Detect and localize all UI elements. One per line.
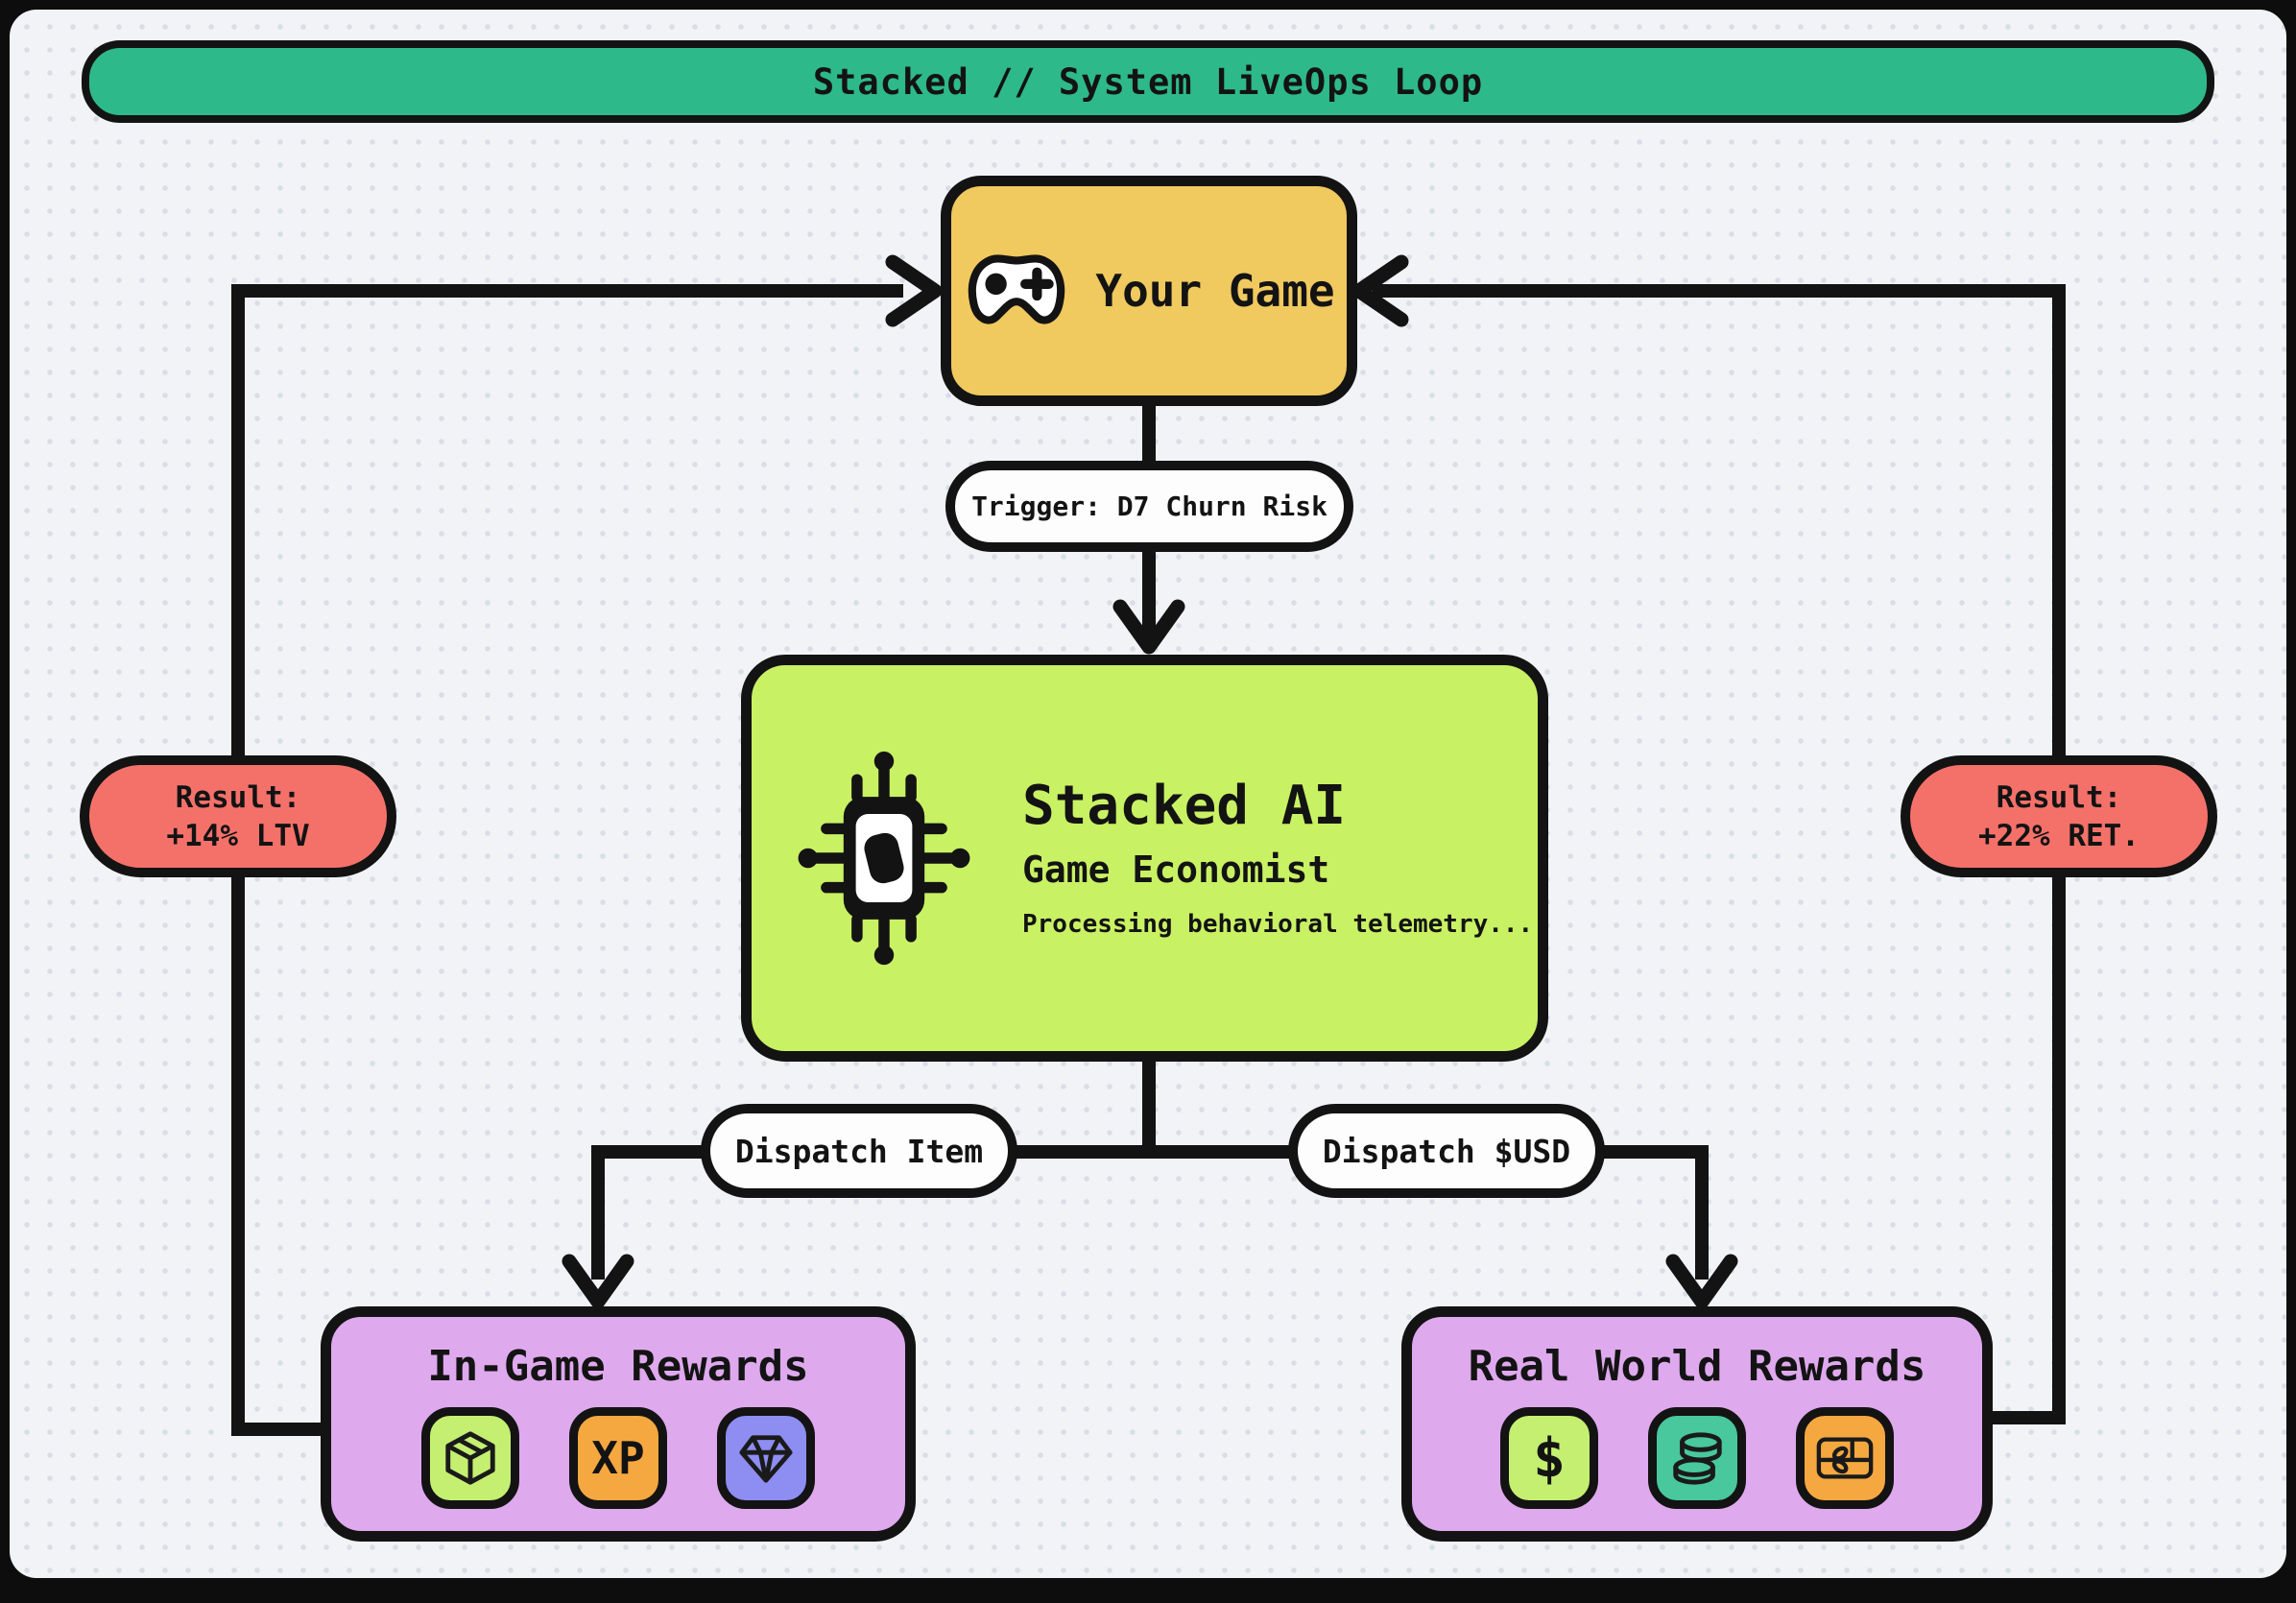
diagram-title-banner: Stacked // System LiveOps Loop <box>82 40 2214 123</box>
dispatch-usd-pill: Dispatch $USD <box>1288 1104 1605 1198</box>
node-stacked-ai: Stacked AI Game Economist Processing beh… <box>741 655 1548 1062</box>
dollar-label: $ <box>1533 1426 1566 1490</box>
result-retention-line2: +22% RET. <box>1978 818 2140 853</box>
ai-text-block: Stacked AI Game Economist Processing beh… <box>1022 776 1533 941</box>
result-ltv-line2: +14% LTV <box>166 818 310 853</box>
arrowhead-into-game-left-icon <box>885 254 943 327</box>
result-retention-line1: Result: <box>1996 779 2122 815</box>
real-world-reward-tiles: $ <box>1500 1407 1894 1509</box>
connector-branch-left-vertical <box>591 1145 605 1280</box>
connector-ai-to-branch <box>1142 1056 1156 1159</box>
dollar-badge: $ <box>1500 1407 1598 1509</box>
dispatch-usd-label: Dispatch $USD <box>1322 1132 1571 1170</box>
connector-right-loop-top <box>1373 284 2066 298</box>
result-retention-pill: Result: +22% RET. <box>1901 755 2217 877</box>
node-in-game-rewards: In-Game Rewards XP <box>321 1306 916 1542</box>
connector-left-loop-bottom <box>231 1423 332 1436</box>
connector-left-loop-top <box>231 284 903 298</box>
xp-label: XP <box>591 1432 645 1484</box>
gamepad-icon <box>963 251 1070 330</box>
coins-icon <box>1648 1407 1746 1509</box>
diagram-title: Stacked // System LiveOps Loop <box>812 60 1484 103</box>
ai-status-text: Processing behavioral telemetry... <box>1022 910 1534 939</box>
your-game-label: Your Game <box>1095 265 1335 317</box>
arrowhead-into-ai-icon <box>1112 599 1185 655</box>
connector-branch-right-vertical <box>1695 1145 1709 1280</box>
in-game-rewards-title: In-Game Rewards <box>427 1342 809 1391</box>
trigger-pill: Trigger: D7 Churn Risk <box>945 461 1353 552</box>
dispatch-item-label: Dispatch Item <box>734 1132 984 1170</box>
connector-right-loop-bottom <box>1987 1411 2066 1424</box>
arrowhead-into-realworld-icon <box>1665 1254 1738 1309</box>
xp-badge: XP <box>569 1407 667 1509</box>
arrowhead-into-ingame-icon <box>562 1254 634 1309</box>
dispatch-item-pill: Dispatch Item <box>701 1104 1017 1198</box>
ai-chip-icon <box>792 748 976 969</box>
package-icon <box>421 1407 519 1509</box>
result-ltv-line1: Result: <box>175 779 301 815</box>
node-real-world-rewards: Real World Rewards $ <box>1401 1306 1993 1542</box>
real-world-rewards-title: Real World Rewards <box>1468 1342 1926 1391</box>
connector-trigger-to-ai <box>1142 542 1156 643</box>
gem-icon <box>717 1407 815 1509</box>
ai-subtitle: Game Economist <box>1022 849 1330 891</box>
node-your-game: Your Game <box>941 176 1357 406</box>
in-game-reward-tiles: XP <box>421 1407 815 1509</box>
gift-card-icon <box>1796 1407 1894 1509</box>
trigger-label: Trigger: D7 Churn Risk <box>971 490 1327 522</box>
result-ltv-pill: Result: +14% LTV <box>80 755 396 877</box>
ai-title: Stacked AI <box>1022 775 1347 837</box>
arrowhead-into-game-right-icon <box>1351 254 1409 327</box>
connector-game-to-trigger <box>1142 401 1156 470</box>
